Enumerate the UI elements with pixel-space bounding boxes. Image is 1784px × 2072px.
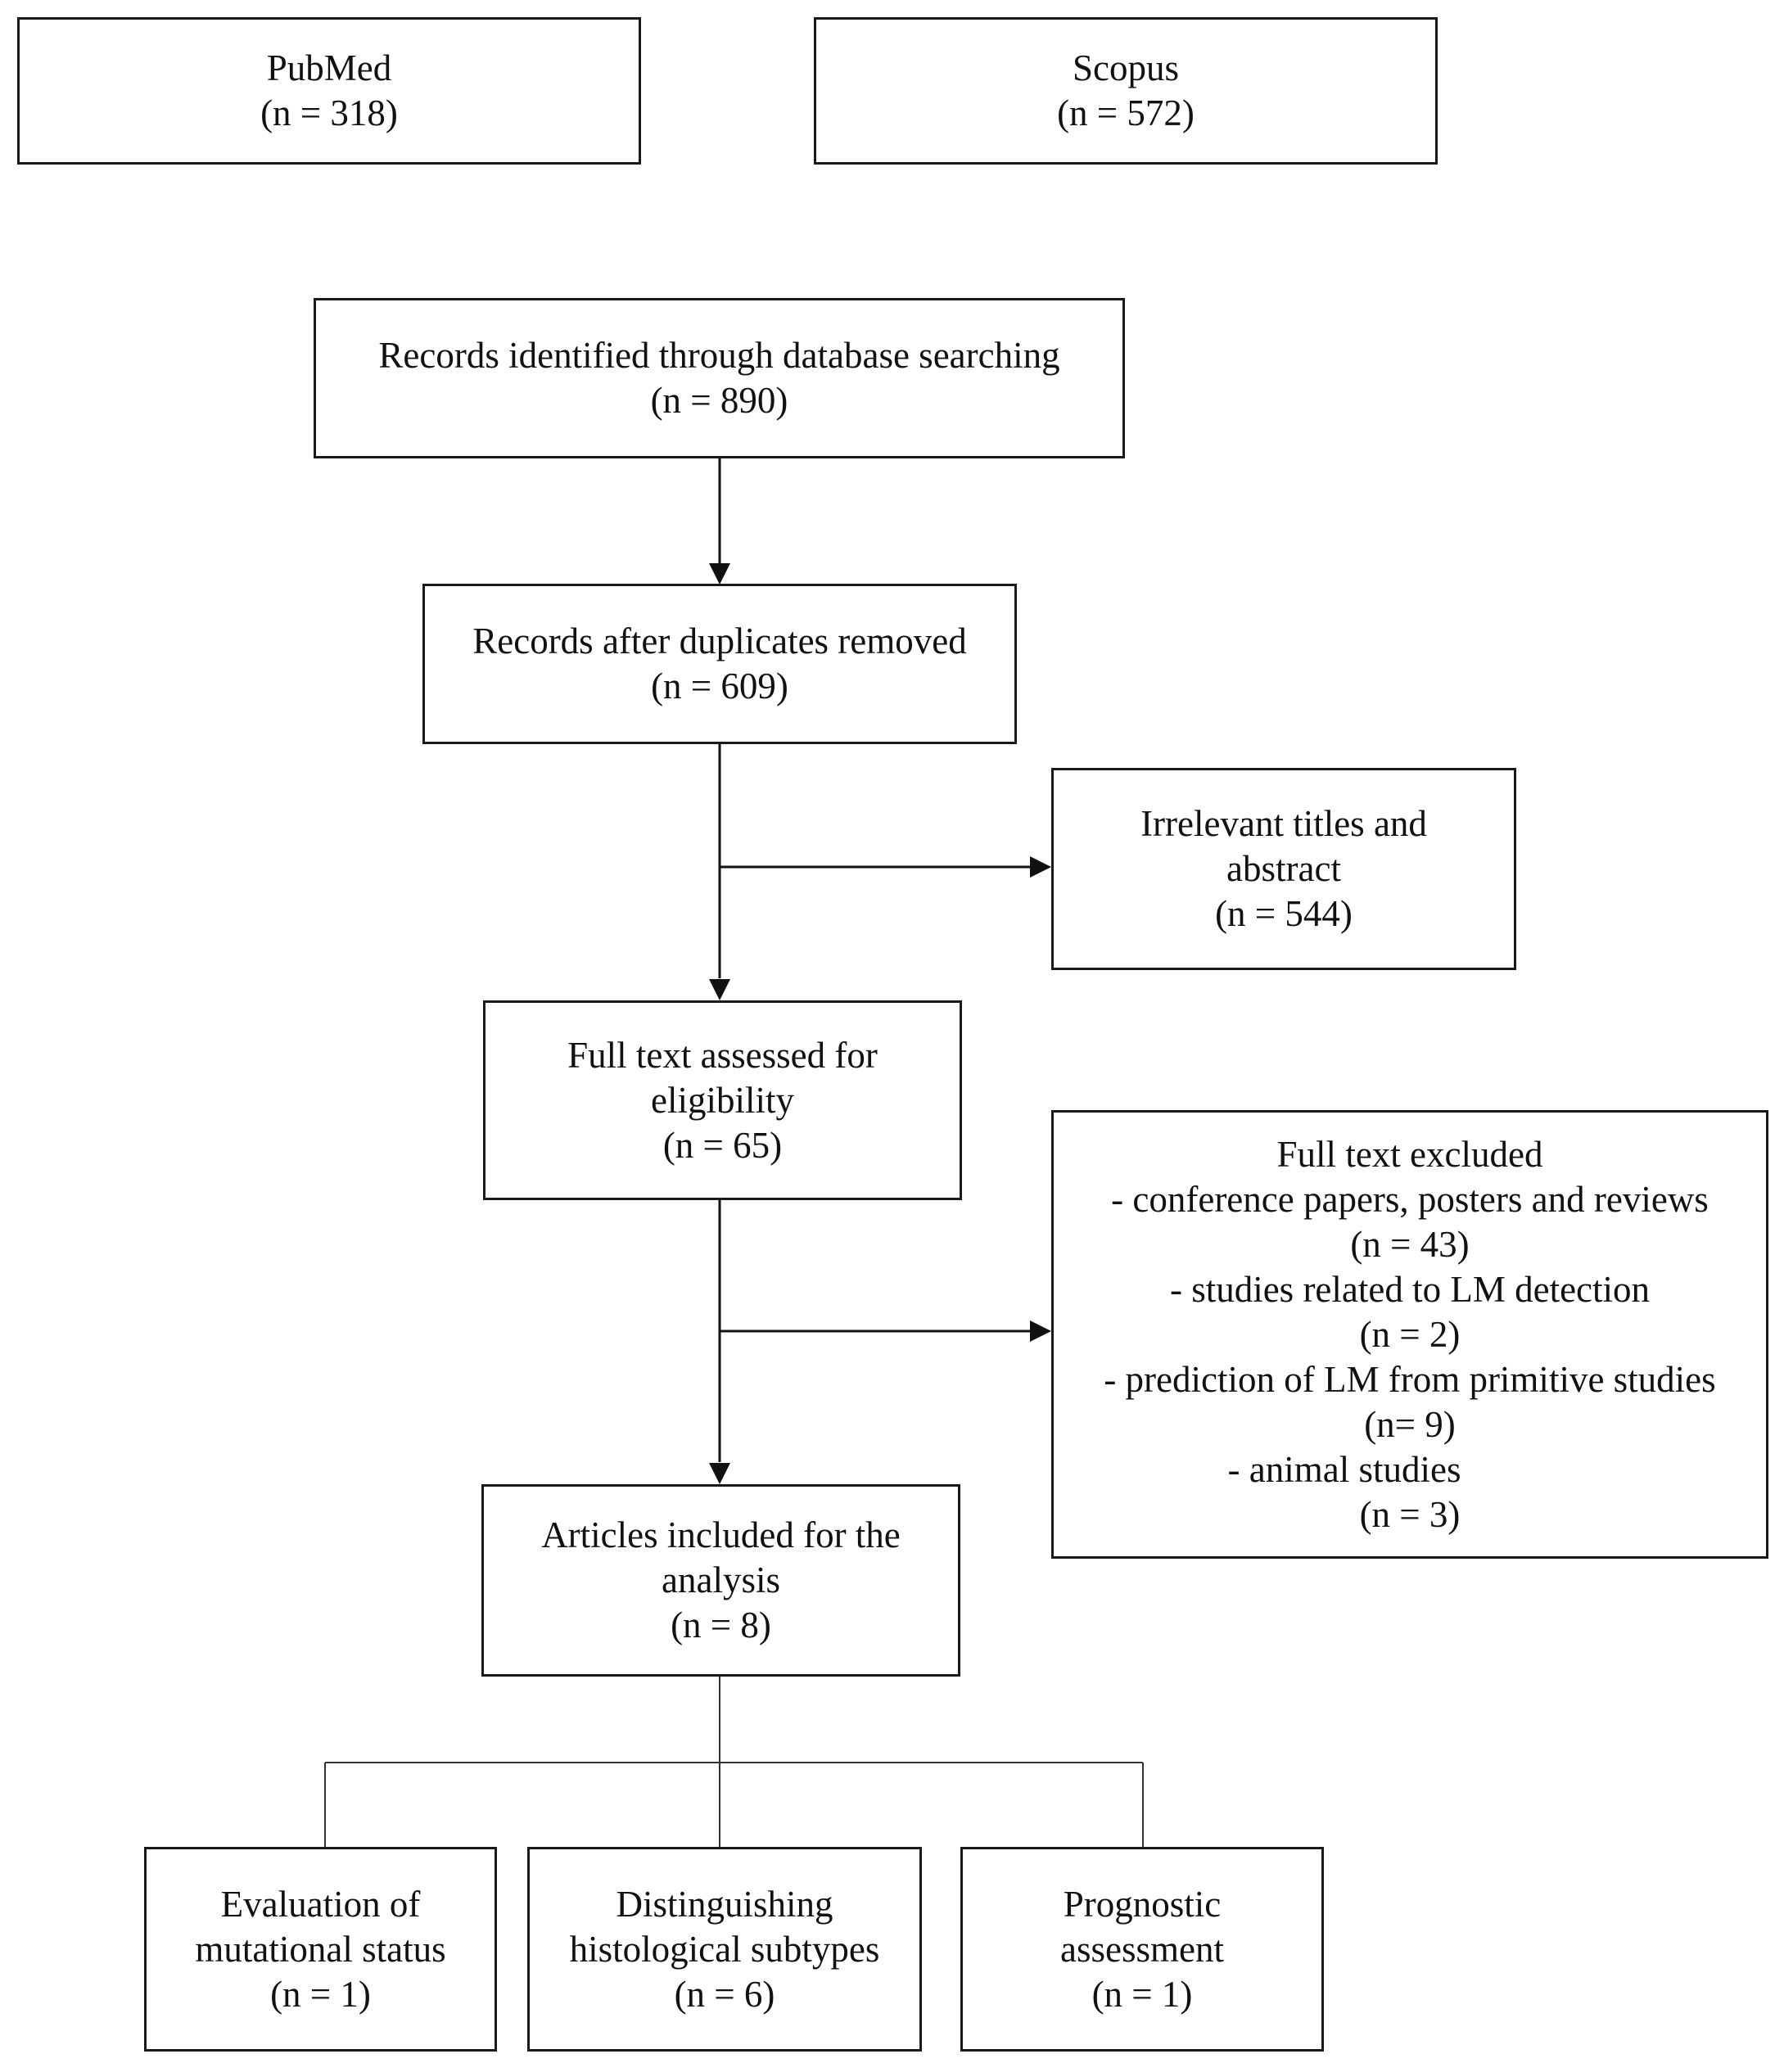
outcome-box-mutational-status: Evaluation of mutational status (n = 1) xyxy=(144,1847,497,2052)
pubmed-box: PubMed (n = 318) xyxy=(17,17,641,165)
fulltext-label-2: eligibility xyxy=(651,1079,794,1121)
included-count: (n = 8) xyxy=(671,1605,771,1645)
excluded-reason: - conference papers, posters and reviews xyxy=(1111,1178,1709,1220)
fulltext-box: Full text assessed for eligibility (n = … xyxy=(483,1000,962,1200)
included-box: Articles included for the analysis (n = … xyxy=(481,1484,960,1677)
excluded-reason: - animal studies xyxy=(1227,1448,1461,1490)
outcome-label-1: Evaluation of xyxy=(220,1883,421,1925)
excluded-box: Full text excluded - conference papers, … xyxy=(1051,1110,1768,1559)
deduplicated-label: Records after duplicates removed xyxy=(472,621,967,661)
included-label-2: analysis xyxy=(662,1560,780,1600)
excluded-count: (n= 9) xyxy=(1364,1403,1456,1445)
excluded-count: (n = 2) xyxy=(1359,1313,1461,1355)
deduplicated-box: Records after duplicates removed (n = 60… xyxy=(422,584,1017,744)
outcome-label-2: histological subtypes xyxy=(569,1928,880,1970)
outcome-label-2: mutational status xyxy=(195,1928,446,1970)
excluded-count: (n = 43) xyxy=(1350,1223,1470,1265)
outcome-box-histological-subtypes: Distinguishing histological subtypes (n … xyxy=(527,1847,922,2052)
identified-box: Records identified through database sear… xyxy=(314,298,1125,458)
identified-label: Records identified through database sear… xyxy=(378,335,1060,376)
irrelevant-box: Irrelevant titles and abstract (n = 544) xyxy=(1051,768,1516,970)
outcome-count: (n = 1) xyxy=(1091,1973,1193,2015)
outcome-label-1: Prognostic xyxy=(1063,1883,1222,1925)
irrelevant-count: (n = 544) xyxy=(1215,893,1353,934)
included-label-1: Articles included for the xyxy=(541,1515,901,1555)
identified-count: (n = 890) xyxy=(650,380,788,421)
fulltext-label-1: Full text assessed for xyxy=(567,1034,878,1076)
deduplicated-count: (n = 609) xyxy=(651,666,788,706)
excluded-reason: - prediction of LM from primitive studie… xyxy=(1104,1358,1716,1400)
outcome-box-prognostic-assessment: Prognostic assessment (n = 1) xyxy=(960,1847,1324,2052)
pubmed-title: PubMed xyxy=(266,47,392,88)
excluded-count: (n = 3) xyxy=(1359,1493,1461,1535)
arrowhead-included xyxy=(709,1463,730,1484)
pubmed-count: (n = 318) xyxy=(260,93,398,133)
outcome-count: (n = 6) xyxy=(674,1973,775,2015)
outcome-label-1: Distinguishing xyxy=(616,1883,833,1925)
excluded-title: Full text excluded xyxy=(1276,1133,1543,1175)
arrowhead-fulltext xyxy=(709,979,730,1000)
arrowhead-irrelevant xyxy=(1030,856,1051,878)
outcome-label-2: assessment xyxy=(1060,1928,1224,1970)
fulltext-count: (n = 65) xyxy=(662,1124,783,1166)
scopus-count: (n = 572) xyxy=(1057,93,1195,133)
outcome-count: (n = 1) xyxy=(270,1973,371,2015)
excluded-reason: - studies related to LM detection xyxy=(1169,1268,1651,1310)
arrowhead-deduplicated xyxy=(709,563,730,585)
irrelevant-label-1: Irrelevant titles and xyxy=(1140,803,1427,844)
irrelevant-label-2: abstract xyxy=(1226,848,1341,889)
scopus-box: Scopus (n = 572) xyxy=(814,17,1438,165)
scopus-title: Scopus xyxy=(1072,47,1179,88)
arrowhead-excluded xyxy=(1030,1320,1051,1342)
